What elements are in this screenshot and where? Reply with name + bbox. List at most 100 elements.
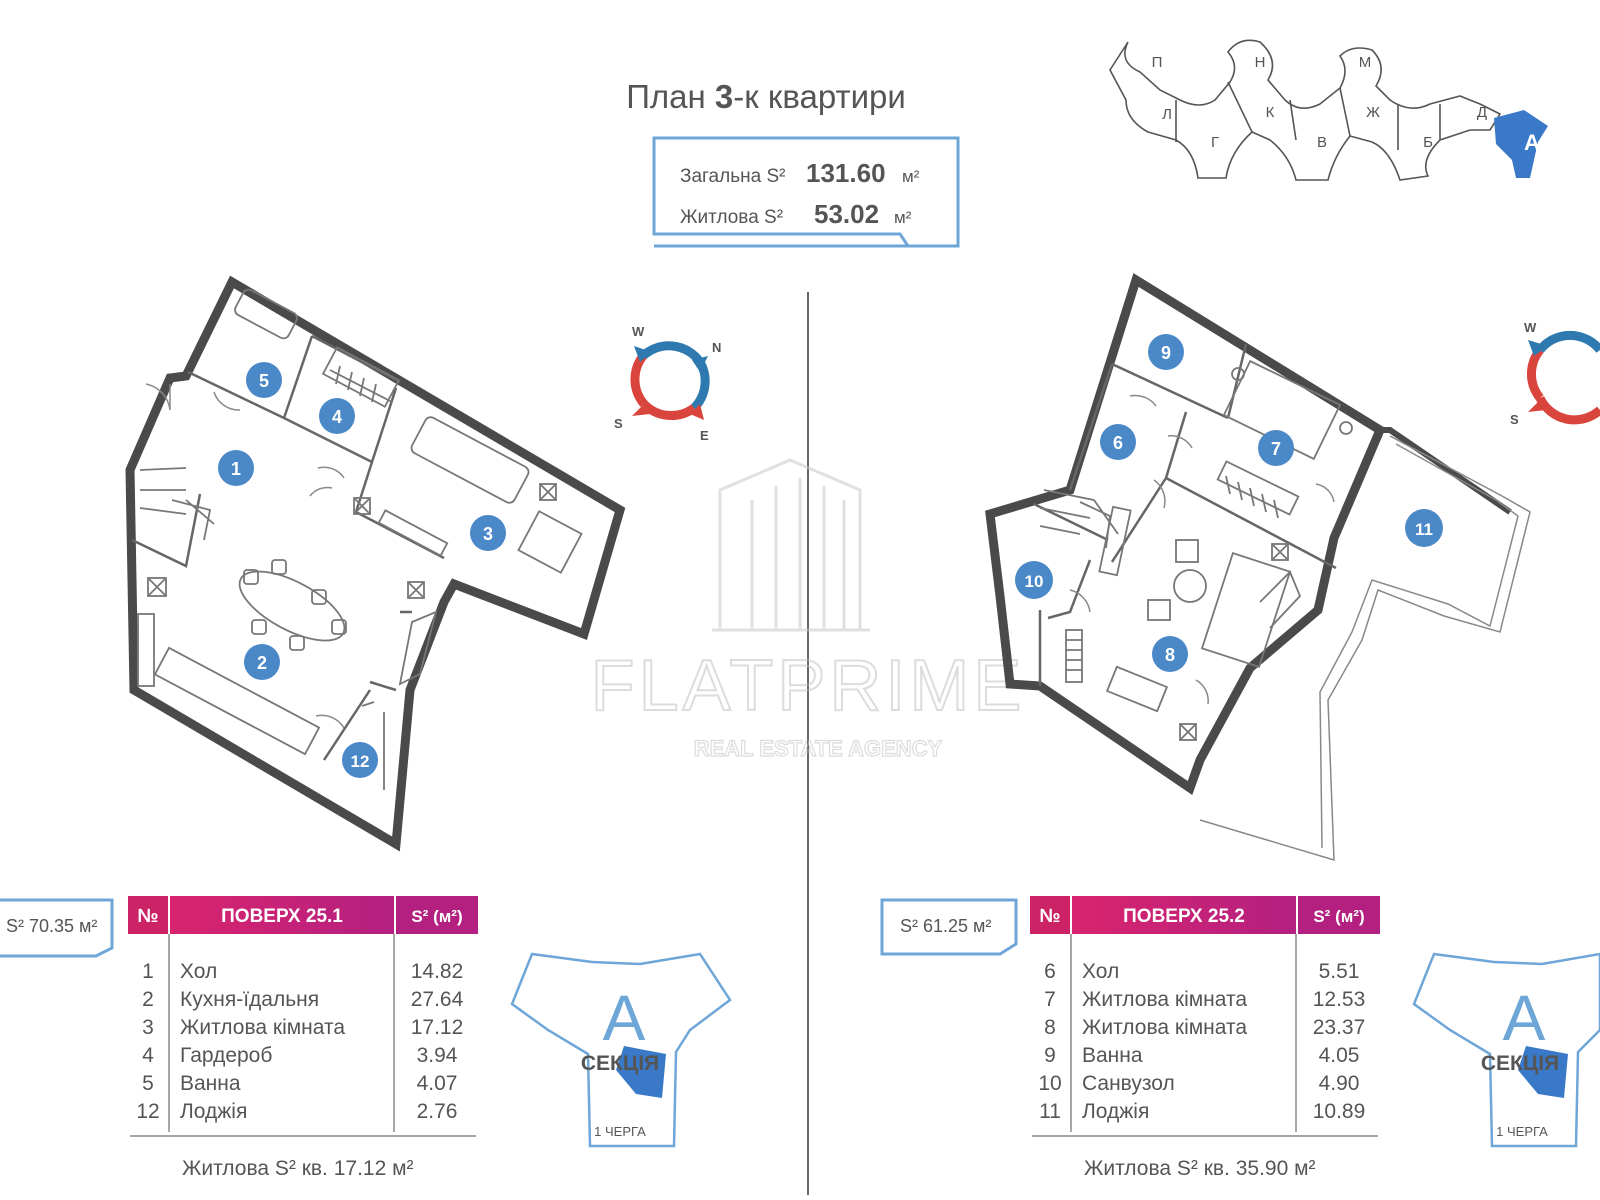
site-map-label-n: Н [1255,54,1266,71]
site-map-label-zh: Ж [1366,104,1380,121]
svg-text:17.12: 17.12 [411,1016,464,1039]
room-badge-2: 2 [244,644,280,680]
floor1-room-badges: 1 2 3 4 5 12 [218,362,506,778]
compass-floor1-w: W [632,324,645,339]
svg-text:4: 4 [332,407,342,427]
svg-text:6: 6 [1113,433,1123,453]
totals-box: Загальна S² 131.60 м² Житлова S² 53.02 м… [652,136,960,248]
svg-text:Житлова кімната: Житлова кімната [180,1016,345,1039]
svg-text:S² 70.35 м²: S² 70.35 м² [6,916,97,936]
floor2-row: 6 Хол 5.51 [1044,960,1359,983]
living-area-unit: м² [894,208,912,227]
svg-text:Ванна: Ванна [180,1072,241,1095]
svg-text:6: 6 [1044,960,1056,983]
floor2-living-footer: Житлова S² кв. 35.90 м² [1084,1157,1316,1180]
svg-text:5: 5 [142,1072,154,1095]
floor2-room-badges: 6 7 8 9 10 11 [1015,334,1443,672]
floor1-col-no: № [137,906,158,927]
compass-floor1-s: S [614,416,623,431]
site-map-label-b: Б [1423,134,1433,151]
svg-text:Лоджія: Лоджія [180,1100,247,1123]
section-badge-floor2-queue: 1 ЧЕРГА [1496,1124,1548,1139]
svg-text:8: 8 [1165,645,1175,665]
floor2-row: 8 Житлова кімната 23.37 [1044,1016,1365,1039]
watermark: FLATPRIME REAL ESTATE AGENCY [590,458,1026,762]
room-badge-6: 6 [1100,424,1136,460]
svg-text:10.89: 10.89 [1313,1100,1366,1123]
section-badge-floor1-label: СЕКЦІЯ [581,1052,659,1075]
room-badge-10: 10 [1015,561,1053,599]
section-badge-floor2: А СЕКЦІЯ 1 ЧЕРГА [1412,952,1600,1148]
total-area-unit: м² [902,167,920,186]
floor2-row: 9 Ванна 4.05 [1044,1044,1359,1067]
site-map-label-k: К [1266,104,1275,121]
watermark-brand: FLATPRIME [591,646,1026,726]
svg-text:Гардероб: Гардероб [180,1044,272,1067]
svg-text:10: 10 [1038,1072,1061,1095]
floor1-row: 5 Ванна 4.07 [142,1072,457,1095]
watermark-tagline: REAL ESTATE AGENCY [694,736,943,761]
svg-text:Житлова кімната: Житлова кімната [1082,988,1247,1011]
compass-floor1-n: N [712,340,721,355]
site-map-label-d: Д [1477,104,1487,121]
floor1-row: 2 Кухня-їдальня 27.64 [142,988,463,1011]
svg-text:4: 4 [142,1044,154,1067]
svg-text:Ванна: Ванна [1082,1044,1143,1067]
svg-text:9: 9 [1044,1044,1056,1067]
floor1-row: 12 Лоджія 2.76 [136,1100,457,1123]
svg-text:4.05: 4.05 [1319,1044,1360,1067]
floor2-row: 10 Санвузол 4.90 [1038,1072,1359,1095]
site-map [1109,39,1502,181]
room-badge-1: 1 [218,450,254,486]
floor2-room-table: № ПОВЕРХ 25.2 S² (м²) 6 Хол 5.51 7 Житло… [1030,896,1380,1180]
svg-text:4.07: 4.07 [417,1072,458,1095]
svg-text:1: 1 [231,459,241,479]
room-badge-4: 4 [319,398,355,434]
site-map-label-g: Г [1211,134,1219,151]
total-area-value: 131.60 [806,158,886,188]
section-badge-floor2-label: СЕКЦІЯ [1481,1052,1559,1075]
section-badge-floor1-letter: А [603,982,646,1054]
svg-text:2: 2 [142,988,154,1011]
section-badge-floor1-queue: 1 ЧЕРГА [594,1124,646,1139]
room-badge-11: 11 [1405,509,1443,547]
svg-text:Хол: Хол [1082,960,1119,983]
site-map-label-p: П [1152,54,1163,71]
svg-text:5: 5 [259,371,269,391]
site-map-label-a: А [1524,130,1540,155]
compass-floor2-s: S [1510,412,1519,427]
floor1-row: 4 Гардероб 3.94 [142,1044,458,1067]
floor2-row: 7 Житлова кімната 12.53 [1044,988,1365,1011]
svg-text:8: 8 [1044,1016,1056,1039]
room-badge-9: 9 [1148,334,1184,370]
floor1-col-area: S² (м²) [411,907,462,926]
compass-floor2-w: W [1524,320,1537,335]
svg-text:4.90: 4.90 [1319,1072,1360,1095]
svg-text:Лоджія: Лоджія [1082,1100,1149,1123]
floor1-living-footer: Житлова S² кв. 17.12 м² [182,1157,414,1180]
svg-text:12.53: 12.53 [1313,988,1366,1011]
site-map-label-m: М [1359,54,1372,71]
compass-floor1: W N S E [614,324,721,443]
floor1-col-floor: ПОВЕРХ 25.1 [221,906,343,927]
svg-text:2.76: 2.76 [417,1100,458,1123]
svg-text:10: 10 [1025,572,1044,591]
svg-text:Санвузол: Санвузол [1082,1072,1175,1095]
site-map-label-v: В [1317,134,1327,151]
section-badge-floor2-letter: А [1503,982,1546,1054]
compass-floor1-e: E [700,428,709,443]
room-badge-3: 3 [470,515,506,551]
section-badge-floor1: А СЕКЦІЯ 1 ЧЕРГА [510,952,732,1148]
compass-floor2: W S [1510,320,1600,427]
svg-text:27.64: 27.64 [411,988,464,1011]
room-badge-8: 8 [1152,636,1188,672]
floor1-area-box: S² 70.35 м² [0,898,114,958]
svg-text:5.51: 5.51 [1319,960,1360,983]
svg-text:3: 3 [142,1016,154,1039]
svg-text:3.94: 3.94 [417,1044,458,1067]
floor2-col-no: № [1039,906,1060,927]
page-title: План 3-к квартири [626,78,906,115]
svg-text:7: 7 [1271,439,1281,459]
svg-text:11: 11 [1415,520,1433,539]
